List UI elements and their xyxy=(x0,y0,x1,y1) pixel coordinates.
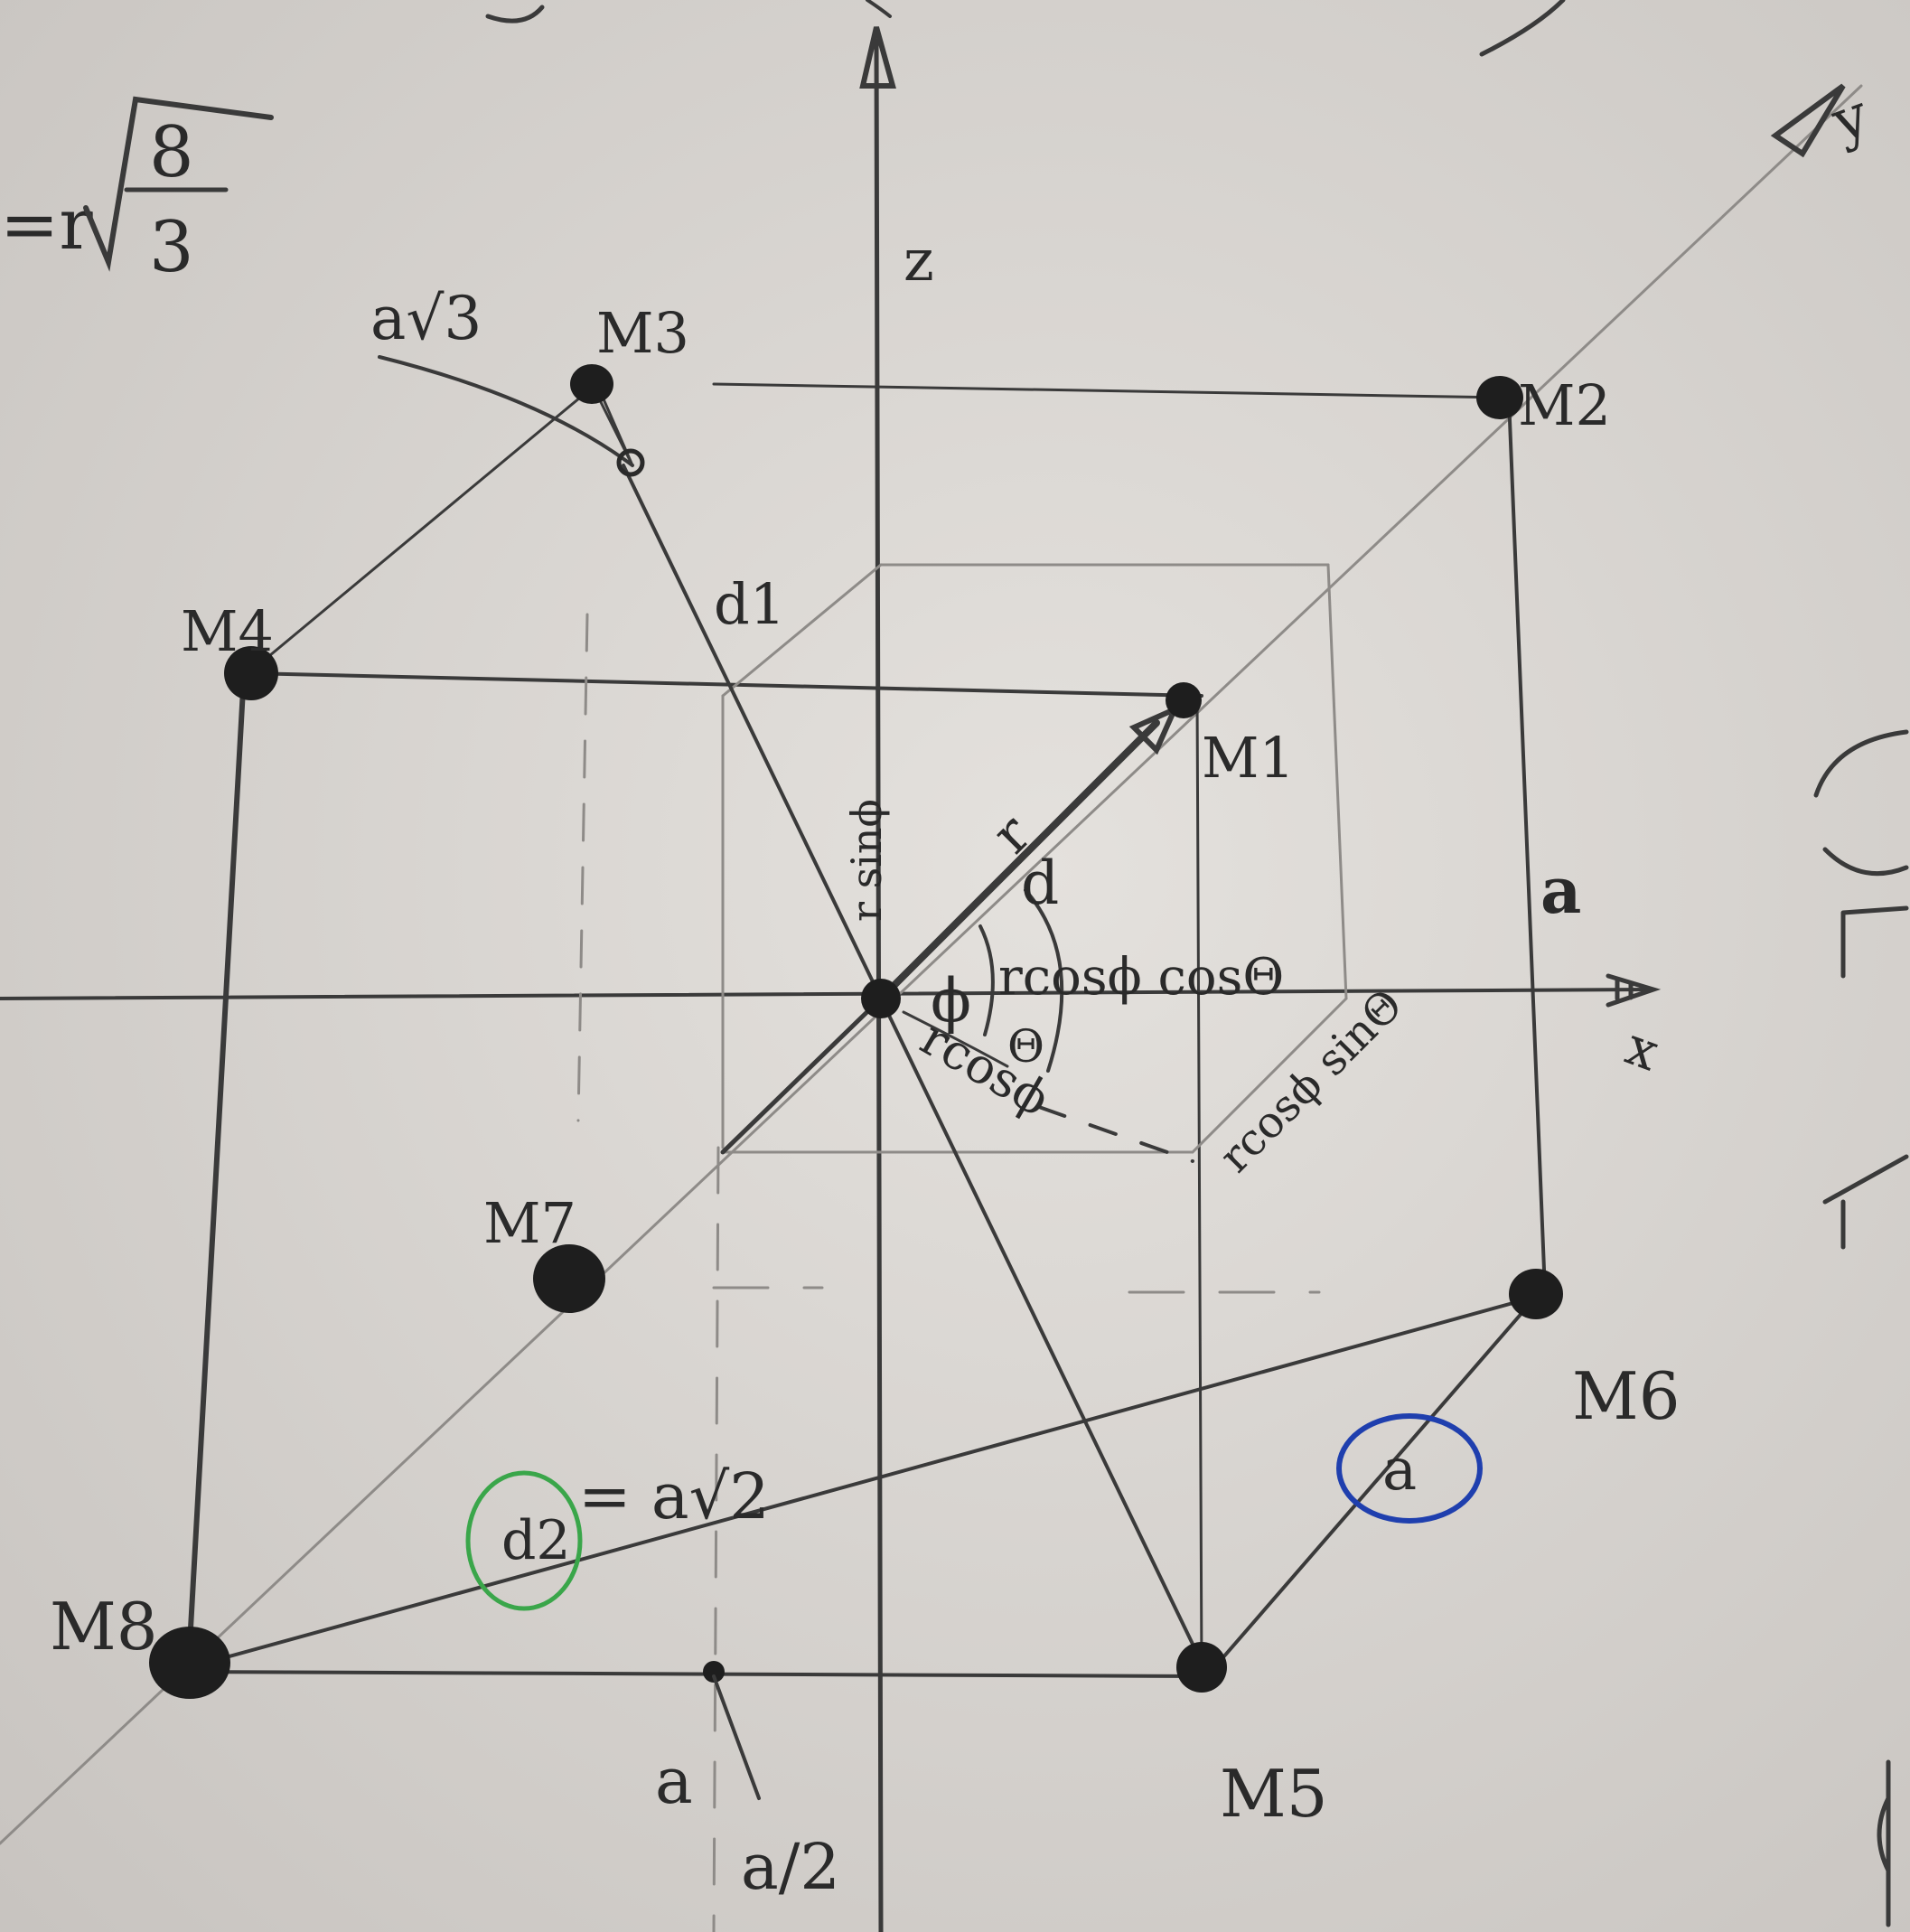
edge-a-circled-label: a xyxy=(1382,1437,1417,1504)
d2-label: d2 xyxy=(501,1509,571,1572)
r-vector-head xyxy=(1128,704,1180,755)
formula-prefix: =r xyxy=(0,184,93,266)
mass-m8-label: M8 xyxy=(50,1589,158,1665)
y-axis xyxy=(0,83,1863,1845)
mass-m1-dot xyxy=(1166,682,1202,718)
d2-line xyxy=(188,1295,1538,1669)
inner-cube xyxy=(721,563,1348,1154)
mass-m1-label: M1 xyxy=(1202,725,1295,791)
m3-small-circle xyxy=(616,448,645,477)
r-vector xyxy=(877,719,1160,1002)
z-axis-label: z xyxy=(904,228,934,295)
mass-points xyxy=(149,364,1563,1699)
midpoint-dot xyxy=(703,1661,725,1683)
a-sqrt3-label: a√3 xyxy=(370,284,482,353)
top-scribble-left xyxy=(485,5,545,23)
mass-m7-dot xyxy=(533,1244,605,1313)
bottom-a-label: a xyxy=(655,1744,693,1818)
a-sqrt3-arc xyxy=(378,355,634,467)
margin-mark-4 xyxy=(1822,1154,1909,1250)
mass-m4-dot xyxy=(224,646,278,700)
mass-m2-dot xyxy=(1476,376,1523,419)
blue-circle-a xyxy=(1336,1413,1483,1524)
d1-label: d1 xyxy=(714,571,785,637)
mass-m7-label: M7 xyxy=(483,1190,576,1256)
mass-m5-dot xyxy=(1176,1642,1227,1693)
cube-outer-edges xyxy=(187,382,1547,1678)
mass-m5-label: M5 xyxy=(1220,1756,1328,1832)
theta-arc xyxy=(1024,888,1064,1073)
top-scribble-right xyxy=(1479,0,1566,57)
a-half-label: a/2 xyxy=(741,1830,840,1904)
mass-m3-label: M3 xyxy=(596,300,689,366)
d1-line xyxy=(622,464,1203,1665)
eq-a-sqrt2-label: = a√2 xyxy=(578,1459,770,1533)
formula-radical xyxy=(83,96,274,272)
r-sin-phi-label: r sinϕ xyxy=(842,799,891,922)
mass-m6-label: M6 xyxy=(1572,1358,1681,1434)
d-label: d xyxy=(1021,849,1059,918)
mass-m6-dot xyxy=(1509,1269,1563,1319)
edge-a-right-label: a xyxy=(1540,853,1581,928)
margin-mark-1 xyxy=(1813,729,1909,798)
origin-dot xyxy=(861,979,901,1018)
r-cos-phi-line xyxy=(902,1010,1009,1068)
dashed-guides xyxy=(576,613,1321,1932)
x-axis xyxy=(0,973,1662,1008)
phi-label: ϕ xyxy=(931,966,971,1036)
green-circle-d2 xyxy=(465,1470,583,1611)
margin-mark-3 xyxy=(1840,905,1909,979)
bottom-a-pointer xyxy=(712,1674,761,1800)
margin-mark-5 xyxy=(1877,1759,1891,1927)
formula-numerator: 8 xyxy=(149,112,194,193)
mass-m2-label: M2 xyxy=(1518,372,1611,438)
mass-m4-label: M4 xyxy=(181,598,274,664)
margin-mark-2 xyxy=(1822,847,1909,877)
theta-label: Θ xyxy=(1007,1020,1044,1073)
mass-m3-dot xyxy=(570,364,613,404)
y-thick-lower xyxy=(720,996,884,1155)
mass-m8-dot xyxy=(149,1627,230,1699)
r-cos-phi-cos-theta-label: rcosϕ cosΘ xyxy=(998,948,1284,1007)
formula-denominator: 3 xyxy=(149,207,194,288)
phi-arc xyxy=(978,924,995,1036)
top-scribble-mid xyxy=(866,0,892,18)
